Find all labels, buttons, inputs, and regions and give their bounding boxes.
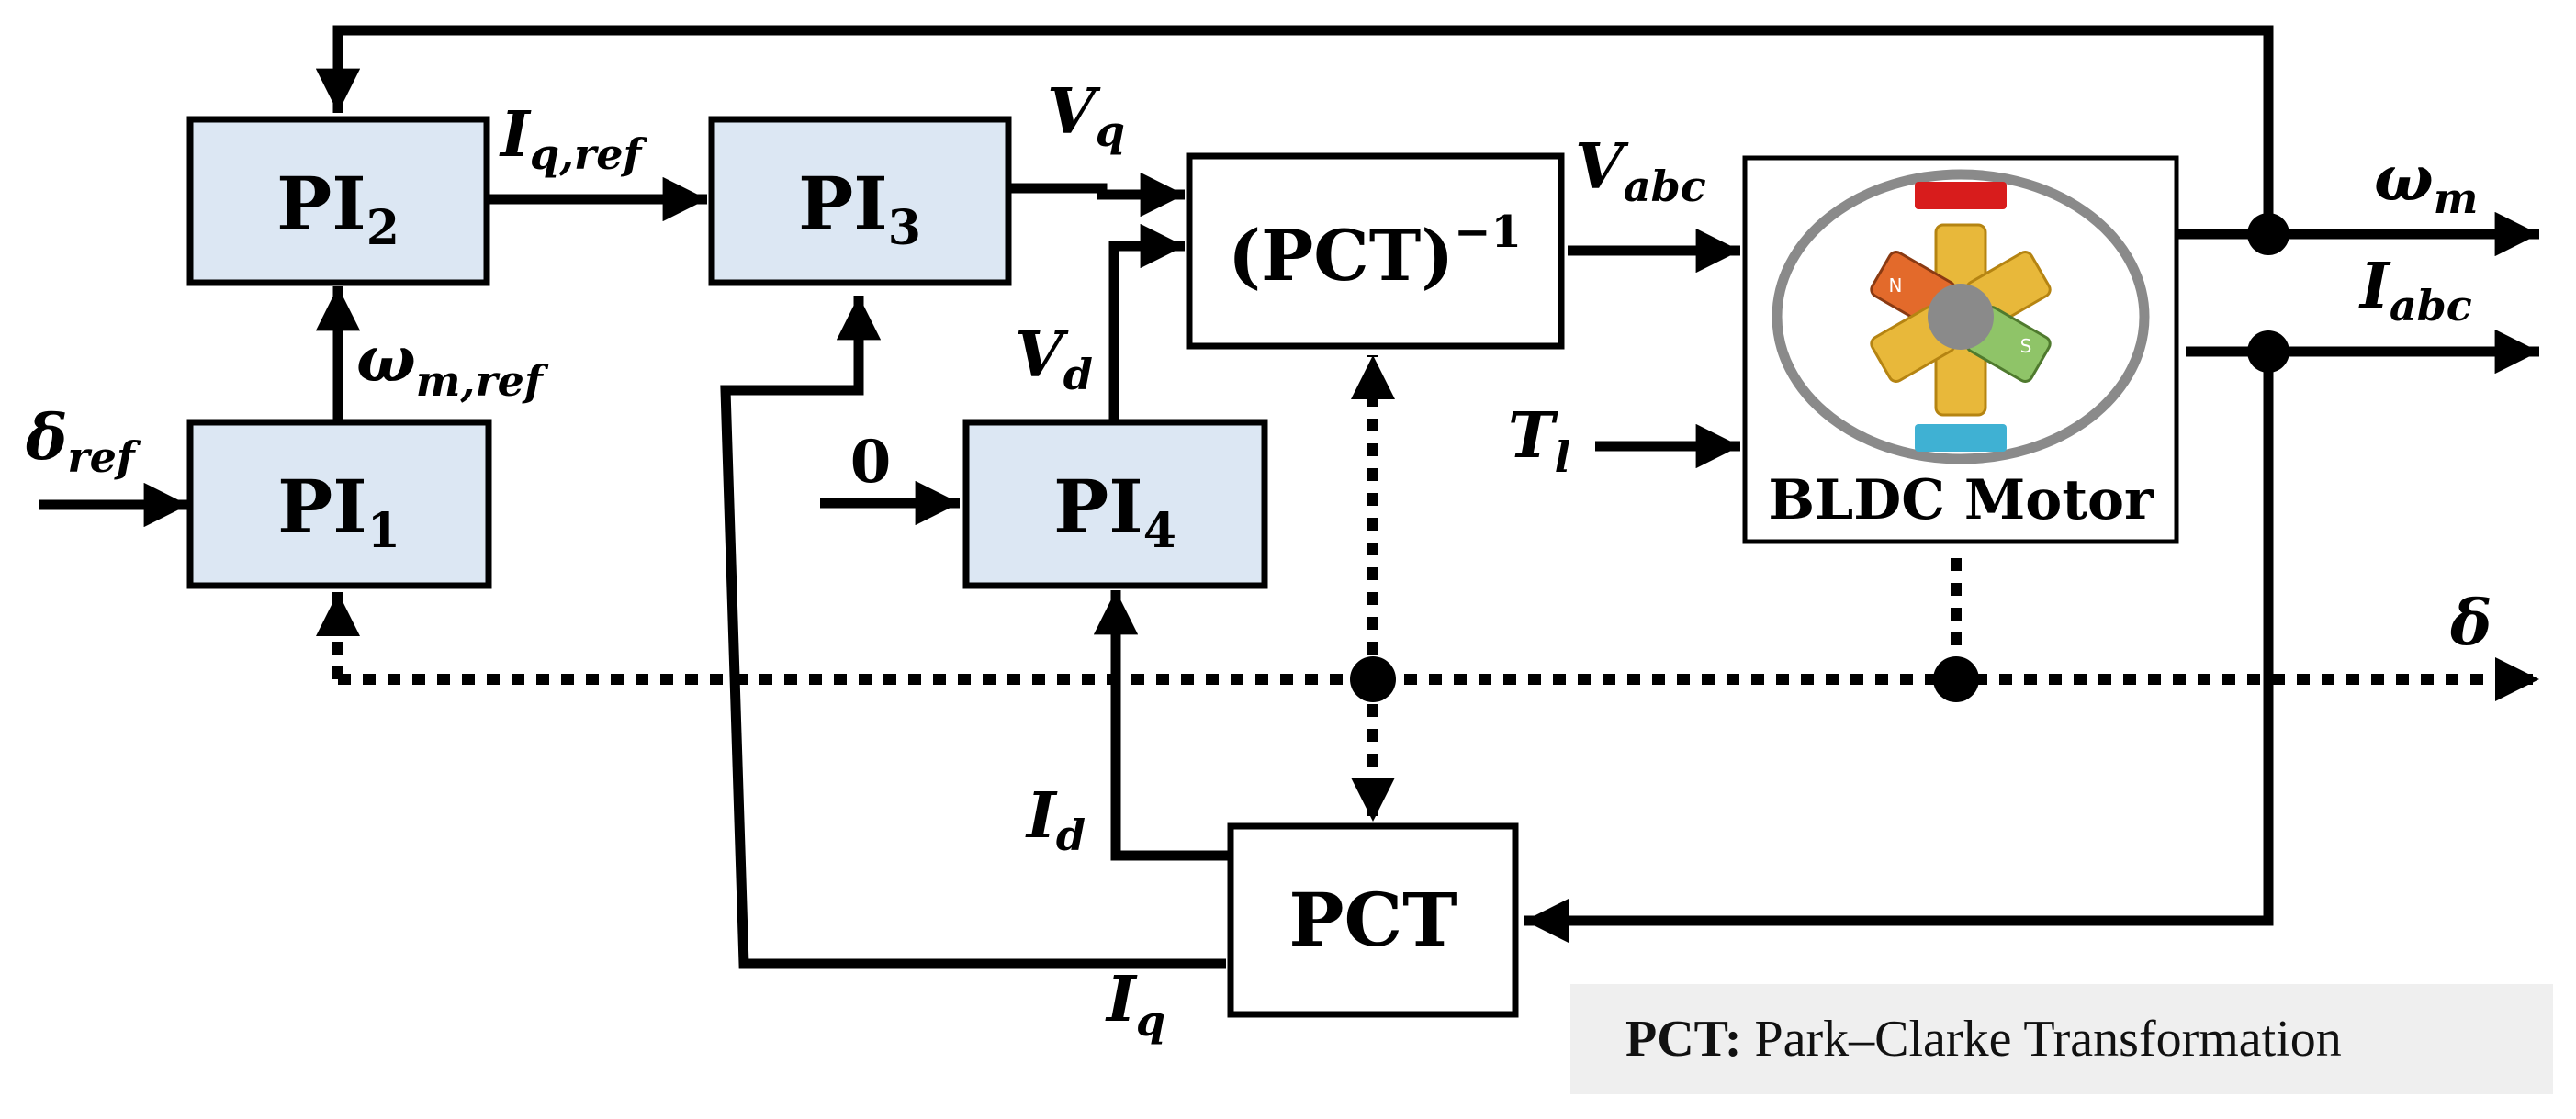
pi1-block: PI1 [186,419,492,589]
note-key: PCT: [1625,1011,1742,1068]
delta-ref-label: δref [25,401,141,482]
pi3-block: PI3 [708,116,1012,286]
id-label: Id [1025,779,1086,860]
pi2-box [186,116,490,286]
id-wire [1093,590,1233,861]
vq-label: Vq [1047,75,1125,156]
tl-label: Tl [1508,399,1570,482]
vq-wire [1008,172,1185,218]
iabc-label: Iabc [2358,250,2472,330]
signal-labels: δref ωm,ref Iq,ref Vq Vd 0 Vabc Tl ωm Ia… [25,75,2492,1046]
delta-junction-motor [1933,656,1979,702]
omega-feedback-wire [315,25,2274,234]
pct-box [1227,822,1519,1018]
iq-wire [720,296,1226,969]
magnet-n-letter: N [1889,274,1903,297]
junction-dots [1350,213,2289,702]
pi1-box [186,419,492,589]
pi2-label: PI2 [276,161,399,256]
omega-m-label: ωm [2374,142,2478,223]
note-value: Park–Clarke Transformation [1742,1011,2342,1068]
pi1-label: PI1 [277,464,400,559]
note-text: PCT: Park–Clarke Transformation [1625,1011,2342,1068]
omega-m-ref-label: ωm,ref [356,323,549,406]
pi3-label: PI3 [798,161,921,256]
stator-magnet-bottom-icon [1915,424,2007,452]
iq-ref-label: Iq,ref [499,98,647,179]
motor-label: BLDC Motor [1768,468,2154,532]
position-wires [316,355,2539,822]
iabc-junction [2247,330,2289,373]
vd-label: Vd [1015,319,1093,399]
pi3-box [708,116,1012,286]
stator-magnet-top-icon [1915,182,2007,209]
magnet-s-letter: S [2020,335,2032,357]
iabc-feedback-wire [1524,352,2274,944]
legend-note: PCT: Park–Clarke Transformation [1570,984,2553,1094]
delta-junction-pct [1350,656,1396,702]
inverse-pct-block: (PCT)−1 [1186,152,1565,350]
vabc-label: Vabc [1575,130,1706,211]
pi4-box [962,419,1268,589]
zero-label: 0 [850,428,892,497]
stator-ring-icon [1772,169,2150,464]
motor-icon: N S [1772,169,2150,464]
vd-wire [1108,223,1185,420]
omega-junction [2247,213,2289,255]
pct-block: PCT [1227,822,1519,1018]
bldc-motor-block: N S BLDC Motor [1742,155,2179,544]
iq-label: Iq [1105,963,1165,1046]
pi4-block: PI4 [962,419,1268,589]
pi4-label: PI4 [1053,464,1176,559]
note-background [1570,984,2553,1094]
inverse-pct-label: (PCT)−1 [1228,207,1522,297]
inverse-pct-box [1186,152,1565,350]
delta-label: δ [2449,587,2492,660]
pi2-block: PI2 [186,116,490,286]
pct-label: PCT [1288,877,1457,963]
rotor-hub-icon [1928,284,1994,350]
